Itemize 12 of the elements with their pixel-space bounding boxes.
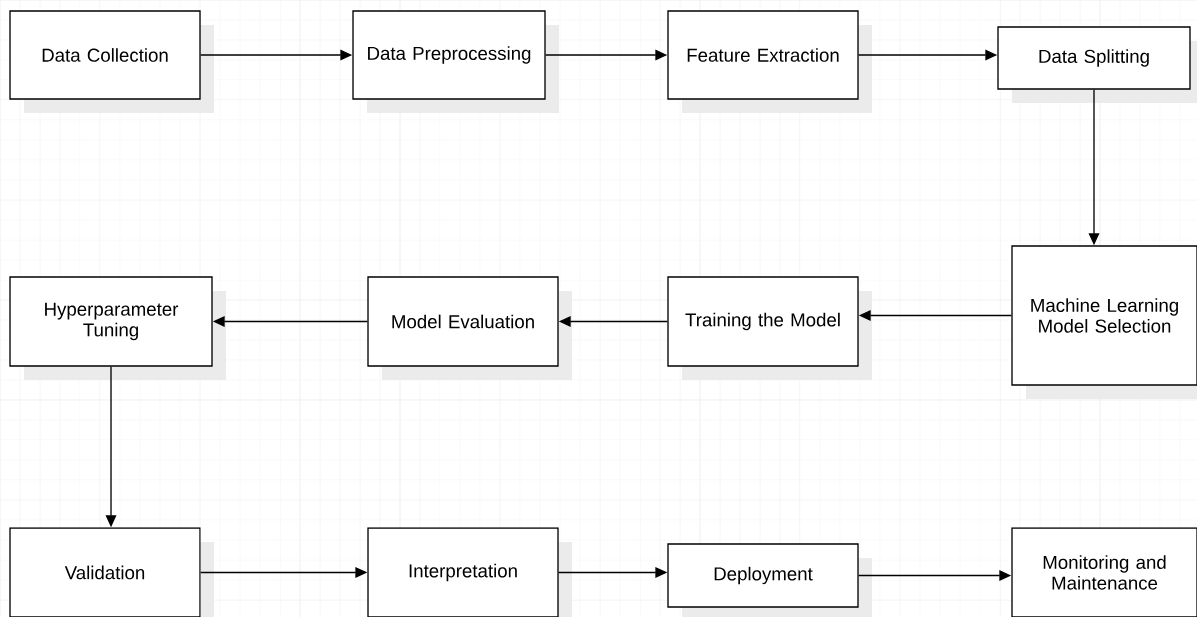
process-box: Feature Extraction xyxy=(667,10,872,113)
process-box: Hyperparameter Tuning xyxy=(9,276,226,380)
process-box: Training the Model xyxy=(667,276,872,380)
process-box: Machine Learning Model Selection xyxy=(1011,245,1197,399)
process-box: Data Splitting xyxy=(997,26,1197,103)
process-box: Data Collection xyxy=(9,10,214,113)
process-box: Deployment xyxy=(667,543,872,617)
process-box: Interpretation xyxy=(367,527,572,617)
process-box: Validation xyxy=(9,527,214,617)
process-box: Data Preprocessing xyxy=(352,10,559,113)
process-box: Model Evaluation xyxy=(367,276,572,380)
process-box: Monitoring and Maintenance xyxy=(1011,527,1197,617)
